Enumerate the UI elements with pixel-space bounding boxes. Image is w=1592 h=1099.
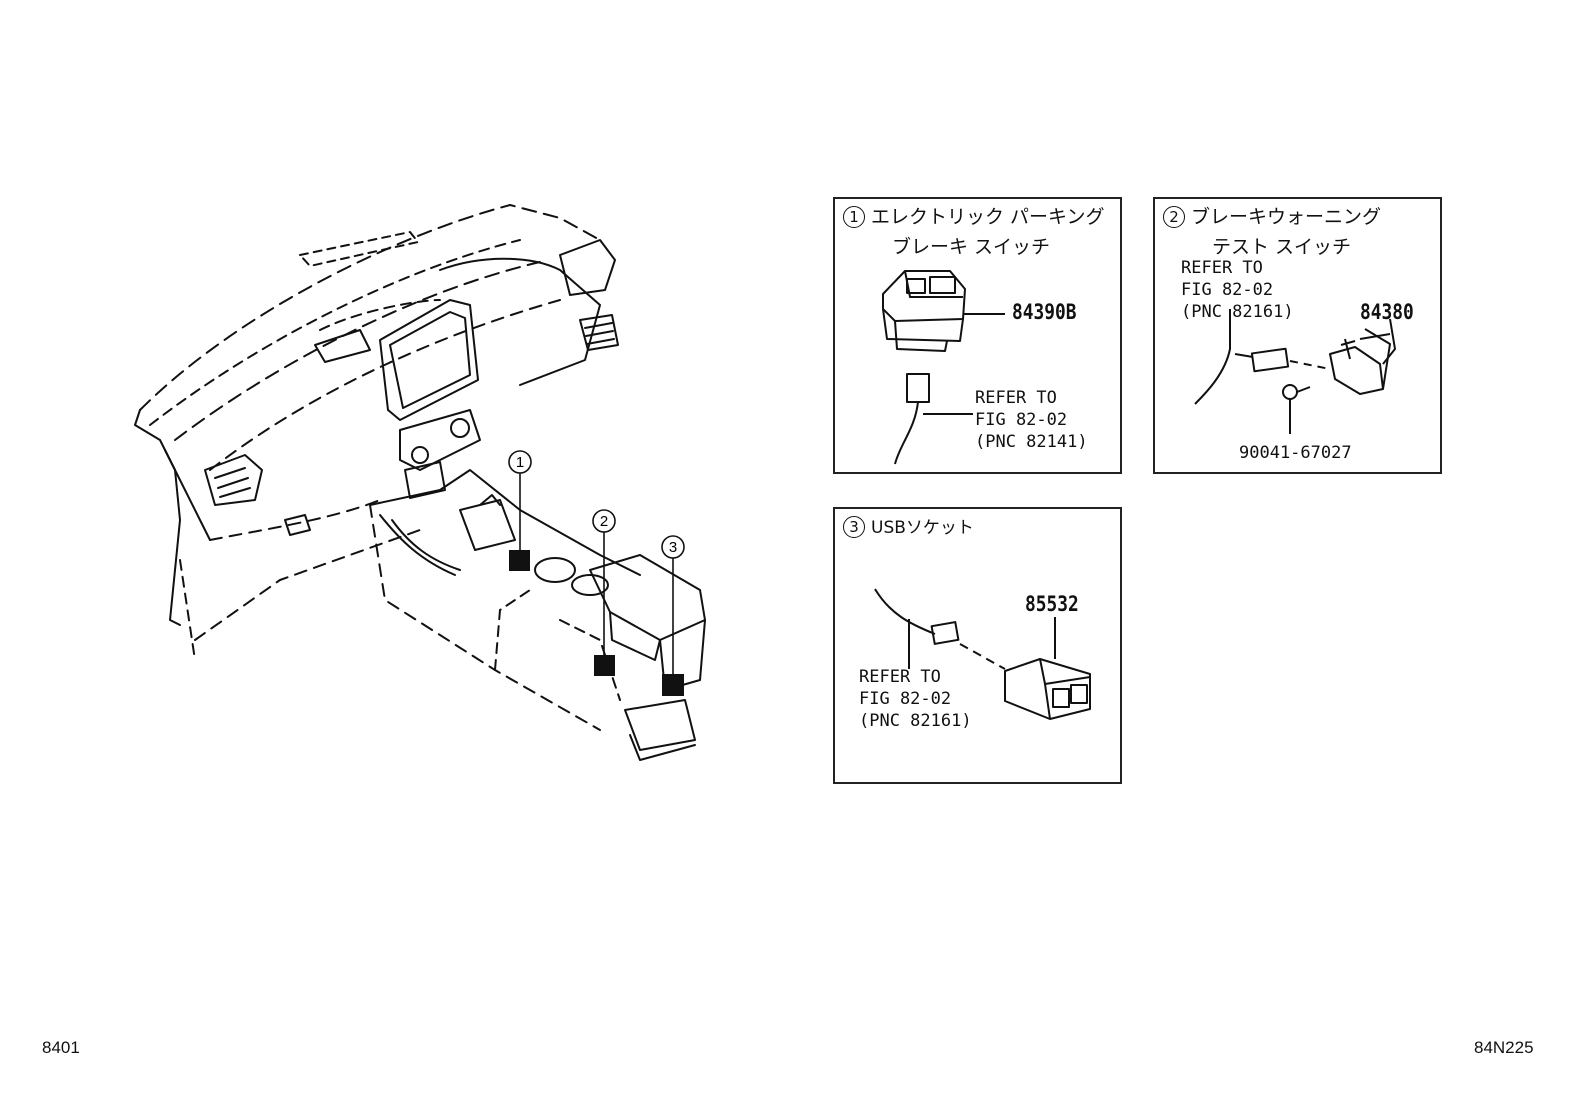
panel-3-ref-line2: FIG 82-02 [859, 689, 952, 709]
panel-1-ref-line2: FIG 82-02 [975, 410, 1068, 430]
panel-3-title: 3 USBソケット [843, 515, 974, 540]
panel-2-title-line1: ブレーキウォーニング [1191, 206, 1382, 228]
callout-3: 3 [669, 539, 677, 556]
panel-1-ref-line3: (PNC 82141) [975, 432, 1088, 452]
panel-1-title-line2: ブレーキ スイッチ [892, 236, 1051, 258]
panel-1-title: 1 エレクトリック パーキング [843, 205, 1104, 229]
panel-2-ref-line3: (PNC 82161) [1181, 302, 1294, 322]
parking-brake-switch-drawing [882, 270, 1005, 465]
callout-1: 1 [516, 454, 524, 471]
marker-3 [662, 674, 684, 696]
panel-2-ref-line1: REFER TO [1181, 258, 1263, 278]
panel-3-ref: REFER TO FIG 82-02 (PNC 82161) [859, 666, 972, 732]
panel-2-title: 2 ブレーキウォーニング [1163, 205, 1381, 229]
panel-1-ref-line1: REFER TO [975, 388, 1057, 408]
panel-1-number: 1 [843, 206, 865, 228]
panel-2-ref-line2: FIG 82-02 [1181, 280, 1274, 300]
brake-warning-switch-drawing [1194, 309, 1396, 434]
panel-brake-warning-test-switch: 2 ブレーキウォーニング テスト スイッチ REFER TO FIG 82-02 … [1153, 197, 1442, 474]
callout-2: 2 [600, 513, 608, 530]
panel-3-ref-line3: (PNC 82161) [859, 711, 972, 731]
footer-right-code: 84N225 [1474, 1038, 1534, 1057]
marker-1 [509, 550, 530, 571]
panel-usb-socket: 3 USBソケット 85532 REFER TO FIG 82-02 (PNC 8… [833, 507, 1122, 784]
panel-2-ref: REFER TO FIG 82-02 (PNC 82161) [1181, 257, 1294, 323]
part-number-85532: 85532 [1025, 592, 1079, 616]
usb-socket-drawing [874, 588, 1091, 720]
panel-1-ref: REFER TO FIG 82-02 (PNC 82141) [975, 387, 1088, 453]
part-number-90041-67027: 90041-67027 [1239, 443, 1352, 463]
footer-left-code: 8401 [42, 1038, 80, 1057]
panel-3-title-line1: USBソケット [871, 518, 974, 538]
panel-3-number: 3 [843, 516, 865, 538]
panel-2-title-line2: テスト スイッチ [1212, 236, 1352, 258]
panel-parking-brake-switch: 1 エレクトリック パーキング ブレーキ スイッチ 84390B REFER TO… [833, 197, 1122, 474]
panel-2-number: 2 [1163, 206, 1185, 228]
part-number-84380: 84380 [1360, 300, 1414, 324]
marker-2 [594, 655, 615, 676]
panel-1-title-line1: エレクトリック パーキング [871, 206, 1105, 228]
panel-3-ref-line1: REFER TO [859, 667, 941, 687]
part-number-84390b: 84390B [1012, 300, 1077, 324]
